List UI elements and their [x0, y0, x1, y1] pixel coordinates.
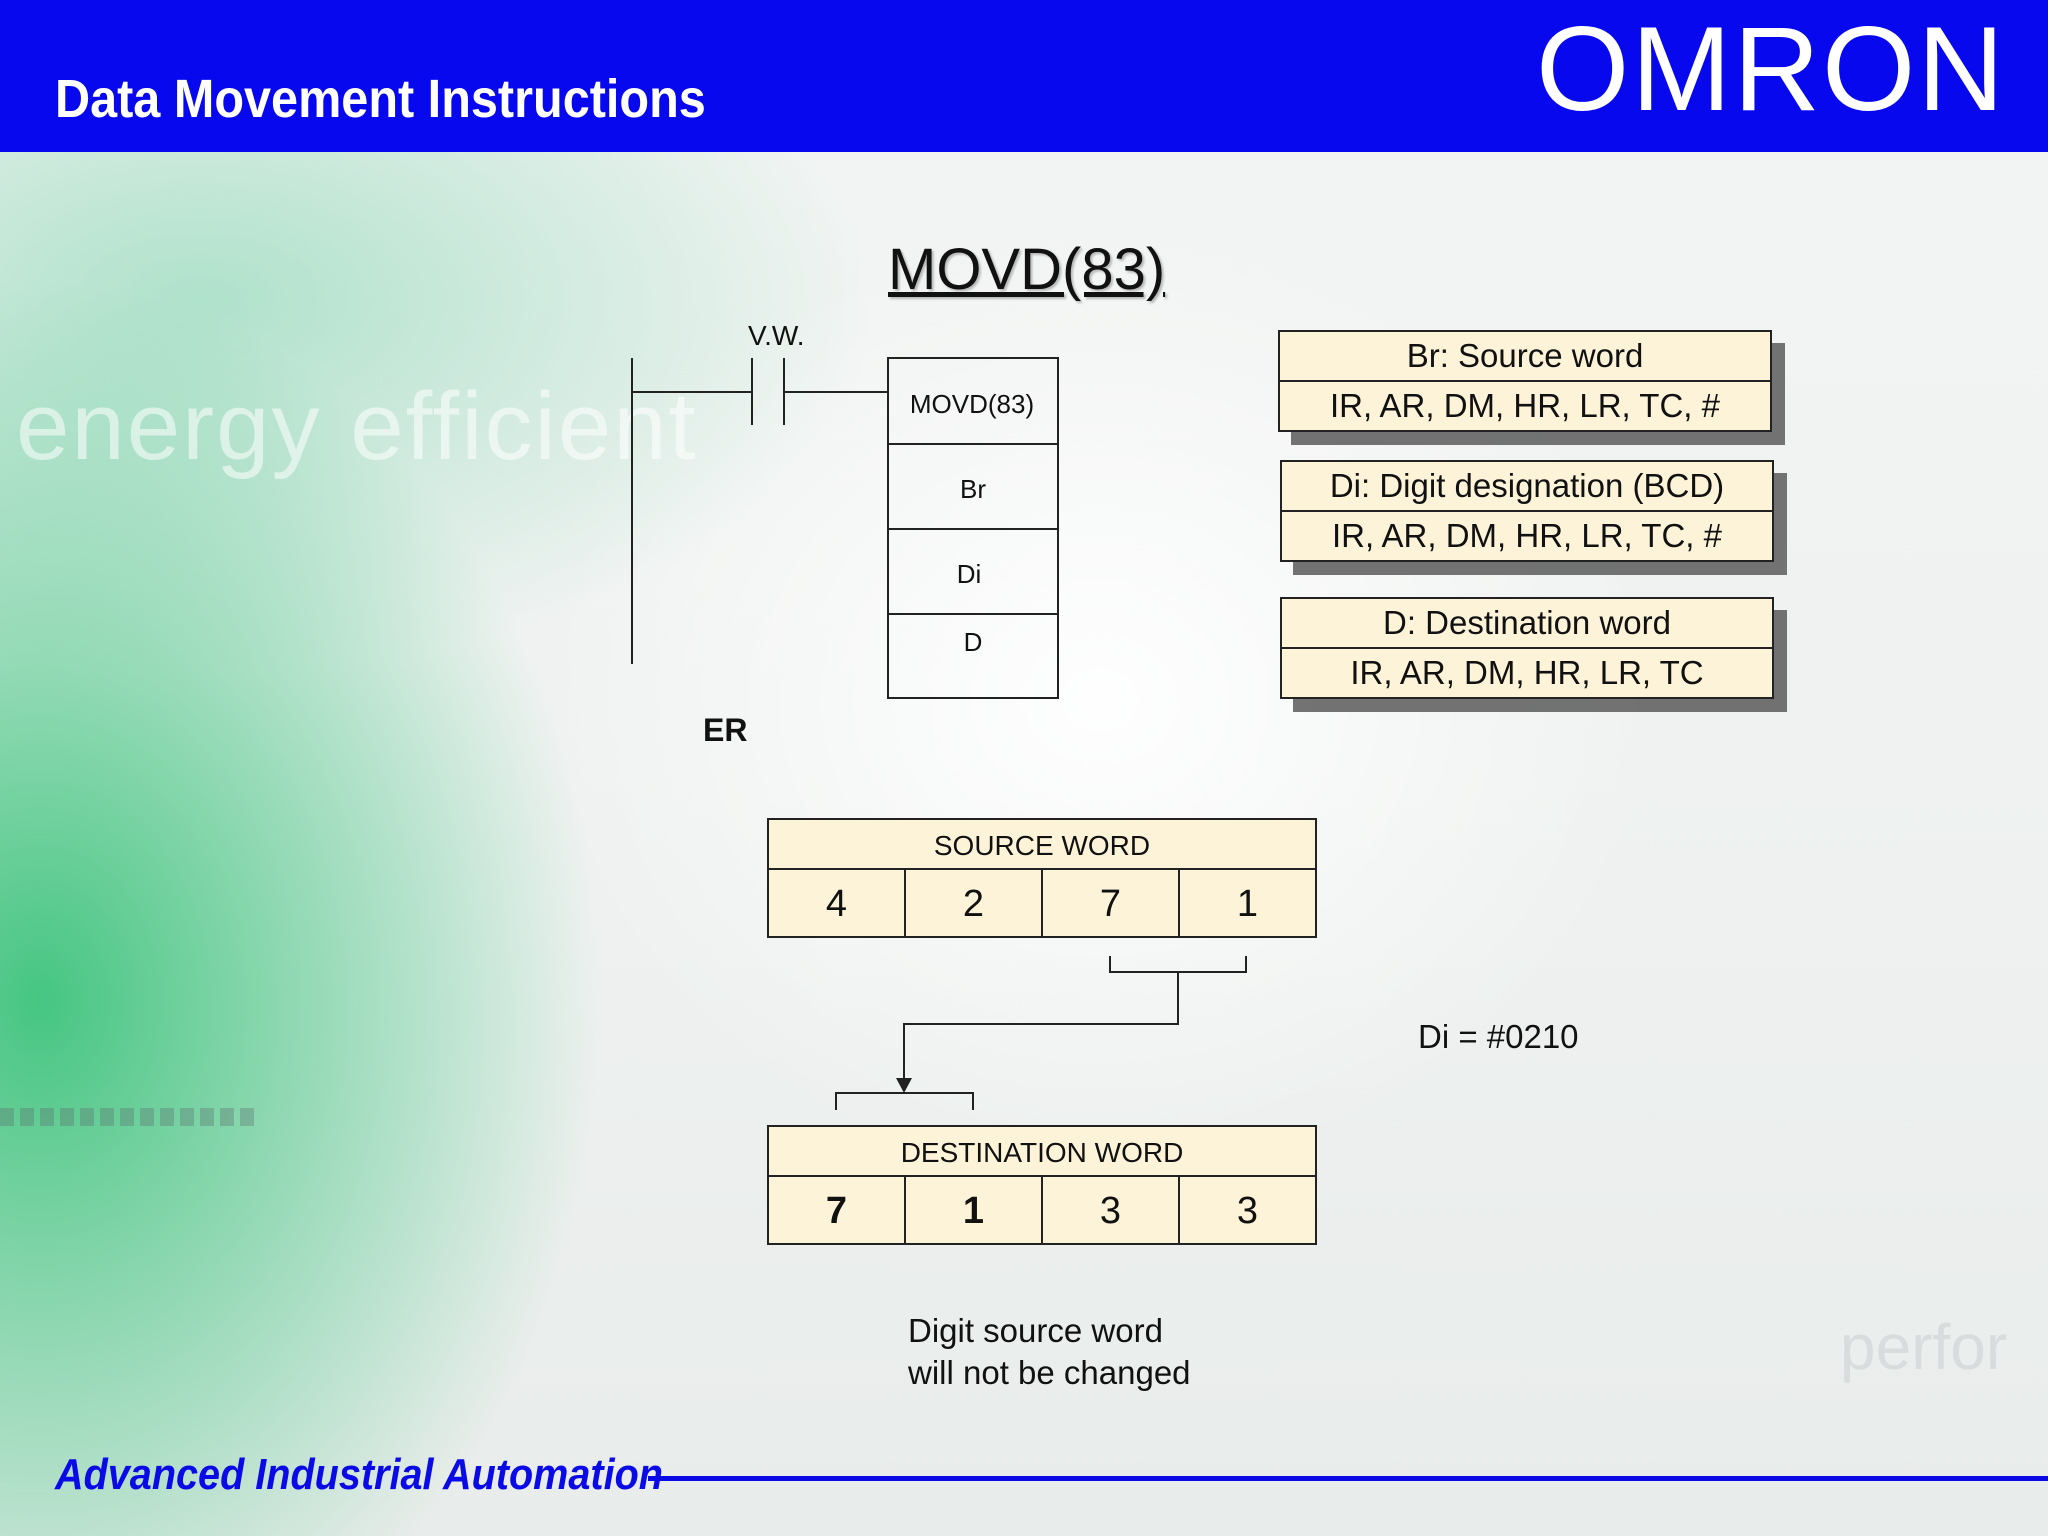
operand-table-heading: Di: Digit designation (BCD) — [1280, 460, 1774, 512]
destination-bracket — [835, 1092, 974, 1110]
block-operand-d: D — [964, 627, 983, 657]
operand-table-d: D: Destination word IR, AR, DM, HR, LR, … — [1280, 597, 1774, 699]
contact-label: V.W. — [748, 320, 805, 351]
source-digit: 2 — [904, 870, 1041, 936]
header-title: Data Movement Instructions — [55, 69, 706, 129]
operand-table-heading: Br: Source word — [1278, 330, 1772, 382]
source-bracket — [1109, 956, 1247, 973]
source-word-table: SOURCE WORD 4 2 7 1 — [767, 818, 1317, 938]
destination-word-label: DESTINATION WORD — [769, 1127, 1315, 1177]
operand-table-br: Br: Source word IR, AR, DM, HR, LR, TC, … — [1278, 330, 1772, 432]
di-value: Di = #0210 — [1418, 1018, 1579, 1055]
destination-word-table: DESTINATION WORD 7 1 3 3 — [767, 1125, 1317, 1245]
note-line-1: Digit source word — [908, 1312, 1163, 1349]
move-arrow-head — [896, 1078, 912, 1093]
background-decoration-strip — [0, 1108, 260, 1126]
background-watermark-left: energy efficient — [16, 373, 698, 480]
destination-digit: 3 — [1041, 1177, 1178, 1243]
omron-logo: OMRON — [1536, 2, 2006, 136]
note-line-2: will not be changed — [908, 1354, 1191, 1391]
background-watermark-right: perfor — [1840, 1311, 2008, 1383]
source-digit: 4 — [825, 883, 848, 925]
slide-title: MOVD(83) — [888, 237, 1166, 302]
source-word-label: SOURCE WORD — [769, 820, 1315, 870]
block-operand-di: Di — [957, 559, 982, 589]
source-digit: 7 — [1041, 870, 1178, 936]
move-arrow-line — [903, 972, 1179, 1080]
block-operand-br: Br — [960, 474, 986, 504]
block-name: MOVD(83) — [910, 389, 1034, 419]
destination-digit: 7 — [825, 1190, 848, 1232]
operand-table-heading: D: Destination word — [1280, 597, 1774, 649]
operand-table-areas: IR, AR, DM, HR, LR, TC — [1280, 649, 1774, 699]
header-bar: Data Movement Instructions OMRON — [0, 0, 2048, 152]
operand-table-areas: IR, AR, DM, HR, LR, TC, # — [1278, 382, 1772, 432]
note-text: Digit source word will not be changed — [908, 1310, 1191, 1394]
operand-table-areas: IR, AR, DM, HR, LR, TC, # — [1280, 512, 1774, 562]
er-label: ER — [703, 712, 748, 748]
source-digit: 1 — [1178, 870, 1315, 936]
footer-text: Advanced Industrial Automation — [55, 1450, 663, 1499]
operand-table-di: Di: Digit designation (BCD) IR, AR, DM, … — [1280, 460, 1774, 562]
footer-divider — [648, 1476, 2048, 1481]
destination-digit: 1 — [904, 1177, 1041, 1243]
destination-digit: 3 — [1178, 1177, 1315, 1243]
